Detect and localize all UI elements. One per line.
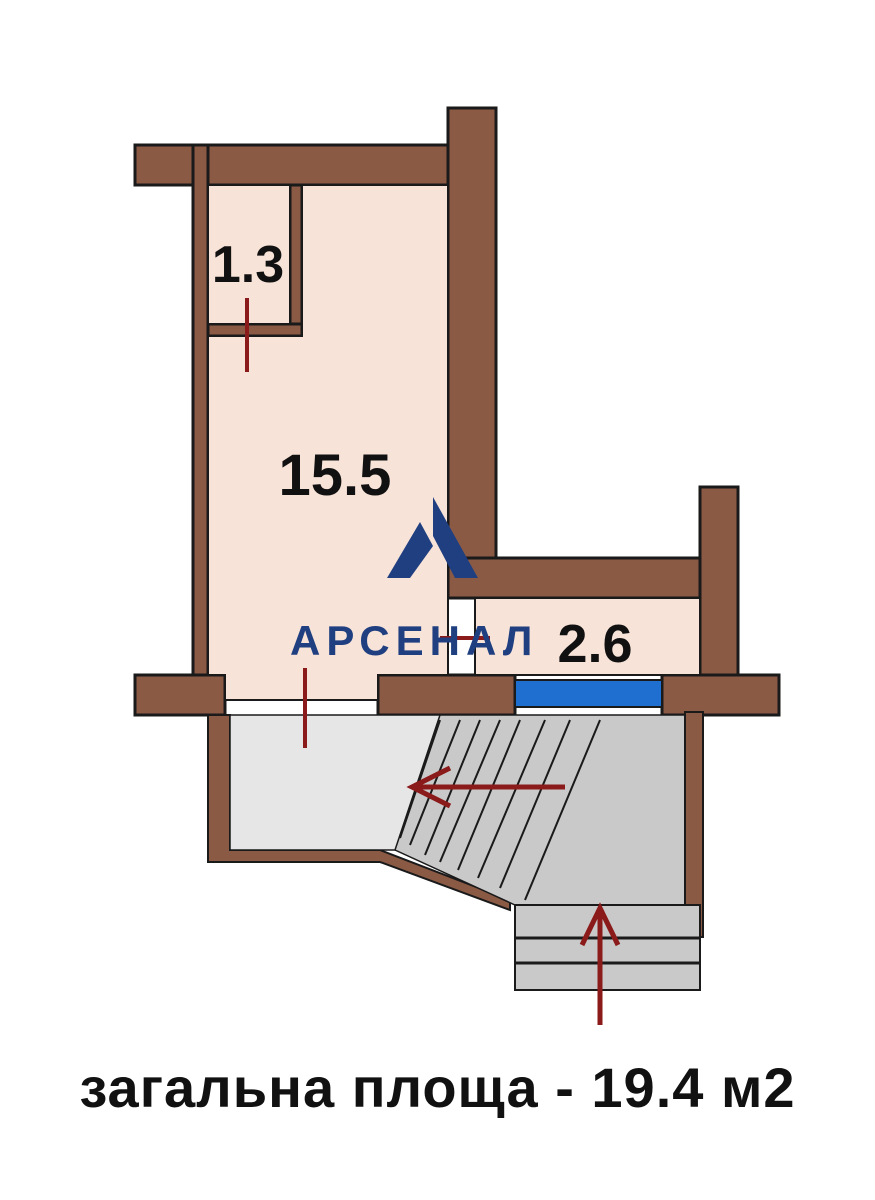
- stairs-straight: [514, 904, 701, 991]
- wall-bottom-left: [133, 673, 227, 717]
- wall-bottom-mid: [376, 673, 517, 717]
- arrow-icon: [406, 765, 565, 809]
- wall-stairs-right: [684, 711, 704, 938]
- total-area-caption: загальна площа - 19.4 м2: [79, 1056, 796, 1119]
- arrow-icon: [579, 902, 621, 1025]
- wall-bottom-right: [660, 673, 781, 717]
- rooms: [207, 184, 701, 701]
- door-marks: [245, 298, 490, 748]
- wall-storage-right: [288, 183, 304, 337]
- wall-main-right: [446, 106, 498, 590]
- label-small: 2.6: [557, 614, 632, 674]
- room-main: [207, 184, 449, 701]
- floor-plan: 1.3 15.5 2.6 АРСЕНАЛ: [133, 106, 781, 1025]
- triangle-logo-icon: [387, 497, 478, 578]
- wall-storage-bottom: [206, 322, 304, 338]
- wall-top: [133, 143, 497, 187]
- room-small: [474, 597, 701, 676]
- wall-small-top: [446, 556, 740, 600]
- walls: [133, 106, 781, 717]
- entrance-area: [207, 711, 704, 991]
- wall-left: [191, 143, 210, 692]
- label-main: 15.5: [279, 443, 392, 508]
- label-storage: 1.3: [212, 236, 284, 294]
- window: [514, 679, 663, 708]
- logo-text: АРСЕНАЛ: [290, 617, 538, 664]
